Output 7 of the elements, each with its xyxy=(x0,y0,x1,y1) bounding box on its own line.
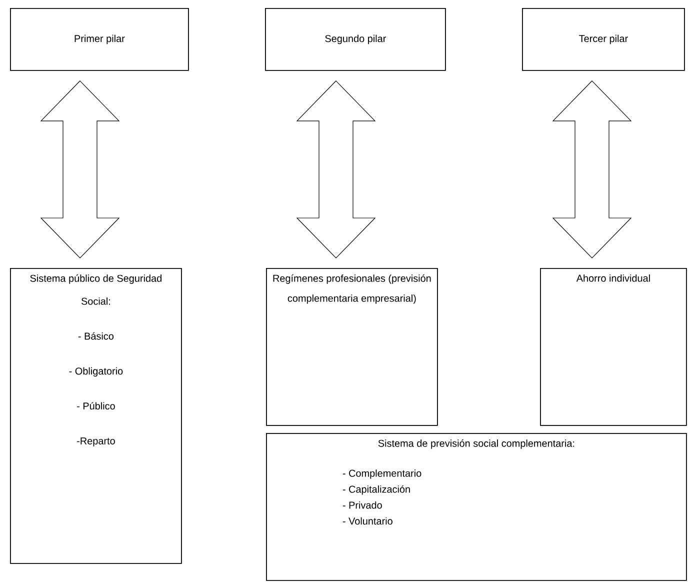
text-box: Ahorro individual xyxy=(540,268,687,426)
text-box: Segundo pilar xyxy=(265,8,446,71)
text-box: Sistema de previsión social complementaria: - Complementario - Capitalización - Privado - Voluntario xyxy=(266,433,687,581)
text-box: Primer pilar xyxy=(10,8,189,71)
text-box: Tercer pilar xyxy=(522,8,685,71)
text-box: Regímenes profesionales (previsión complementaria empresarial) xyxy=(266,268,438,426)
text-box: Sistema público de Seguridad Social: - Básico - Obligatorio - Público -Reparto xyxy=(10,268,182,564)
